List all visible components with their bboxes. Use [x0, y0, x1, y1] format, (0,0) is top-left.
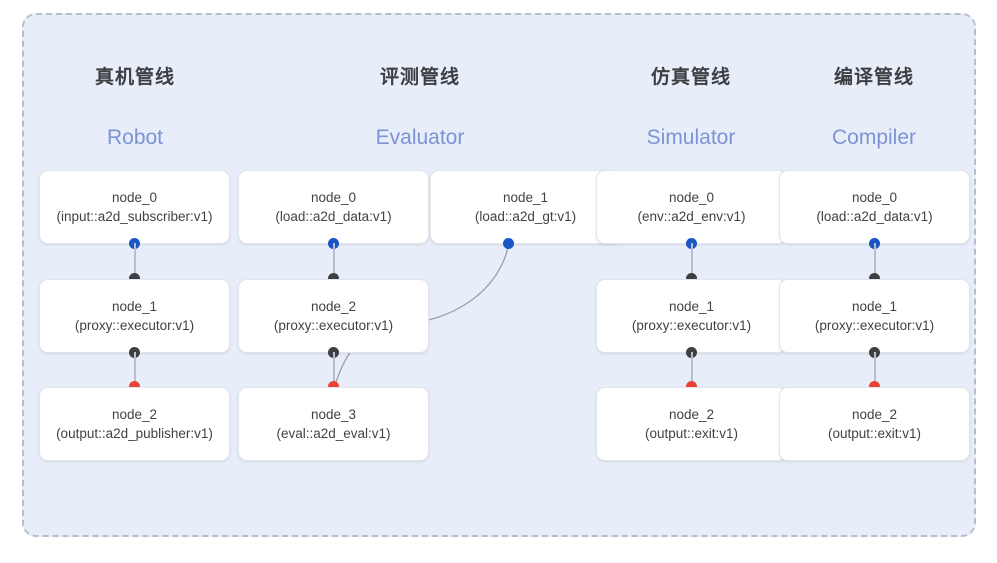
port-in-evaluator-3[interactable] [328, 381, 339, 392]
node-label: node_0 [310, 190, 357, 205]
link-simulator-0-1 [691, 243, 693, 279]
node-type: (output::exit:v1) [644, 426, 739, 441]
node-type: (load::a2d_data:v1) [816, 209, 933, 224]
port-in-evaluator-2[interactable] [328, 273, 339, 284]
port-out-evaluator-1[interactable] [503, 238, 514, 249]
link-robot-1-2 [134, 352, 136, 386]
node-robot-1[interactable]: node_1 (proxy::executor:v1) [39, 279, 230, 353]
column-subtitle-en-compiler: Compiler [831, 126, 917, 149]
column-subtitle-en-simulator: Simulator [646, 126, 736, 149]
port-in-robot-1[interactable] [129, 273, 140, 284]
node-compiler-1[interactable]: node_1 (proxy::executor:v1) [779, 279, 970, 353]
column-subtitle-en-robot: Robot [106, 126, 164, 149]
node-type: (load::a2d_gt:v1) [474, 209, 577, 224]
node-simulator-0[interactable]: node_0 (env::a2d_env:v1) [596, 170, 787, 244]
node-type: (proxy::executor:v1) [273, 318, 394, 333]
node-type: (proxy::executor:v1) [74, 318, 195, 333]
node-evaluator-0[interactable]: node_0 (load::a2d_data:v1) [238, 170, 429, 244]
link-compiler-1-2 [874, 352, 876, 386]
port-in-compiler-1[interactable] [869, 273, 880, 284]
node-label: node_3 [310, 407, 357, 422]
node-type: (proxy::executor:v1) [814, 318, 935, 333]
column-title-cn-compiler: 编译管线 [833, 67, 914, 88]
link-compiler-0-1 [874, 243, 876, 279]
node-label: node_1 [502, 190, 549, 205]
link-evaluator-0-2 [333, 243, 335, 279]
link-simulator-1-2 [691, 352, 693, 386]
node-simulator-2[interactable]: node_2 (output::exit:v1) [596, 387, 787, 461]
node-label: node_0 [111, 190, 158, 205]
node-simulator-1[interactable]: node_1 (proxy::executor:v1) [596, 279, 787, 353]
node-label: node_2 [111, 407, 158, 422]
port-in-simulator-2[interactable] [686, 381, 697, 392]
node-compiler-2[interactable]: node_2 (output::exit:v1) [779, 387, 970, 461]
node-label: node_0 [851, 190, 898, 205]
node-label: node_2 [851, 407, 898, 422]
column-header-robot: 真机管线 Robot [35, 66, 235, 150]
column-header-compiler: 编译管线 Compiler [774, 66, 974, 150]
node-type: (proxy::executor:v1) [631, 318, 752, 333]
port-in-robot-2[interactable] [129, 381, 140, 392]
node-label: node_2 [668, 407, 715, 422]
column-title-cn-evaluator: 评测管线 [379, 67, 460, 88]
link-robot-0-1 [134, 243, 136, 279]
node-type: (load::a2d_data:v1) [275, 209, 392, 224]
column-header-evaluator: 评测管线 Evaluator [320, 66, 520, 150]
column-title-cn-simulator: 仿真管线 [650, 67, 731, 88]
node-label: node_1 [851, 299, 898, 314]
port-in-simulator-1[interactable] [686, 273, 697, 284]
node-label: node_0 [668, 190, 715, 205]
link-evaluator-2-3 [333, 352, 335, 386]
node-evaluator-3[interactable]: node_3 (eval::a2d_eval:v1) [238, 387, 429, 461]
node-type: (output::a2d_publisher:v1) [56, 426, 213, 441]
node-evaluator-1[interactable]: node_1 (load::a2d_gt:v1) [430, 170, 621, 244]
node-type: (input::a2d_subscriber:v1) [56, 209, 213, 224]
column-subtitle-en-evaluator: Evaluator [375, 126, 465, 149]
node-label: node_2 [310, 299, 357, 314]
port-in-compiler-2[interactable] [869, 381, 880, 392]
node-robot-0[interactable]: node_0 (input::a2d_subscriber:v1) [39, 170, 230, 244]
node-compiler-0[interactable]: node_0 (load::a2d_data:v1) [779, 170, 970, 244]
node-type: (env::a2d_env:v1) [637, 209, 746, 224]
node-evaluator-2[interactable]: node_2 (proxy::executor:v1) [238, 279, 429, 353]
node-label: node_1 [111, 299, 158, 314]
column-title-cn-robot: 真机管线 [94, 67, 175, 88]
node-robot-2[interactable]: node_2 (output::a2d_publisher:v1) [39, 387, 230, 461]
node-label: node_1 [668, 299, 715, 314]
node-type: (eval::a2d_eval:v1) [276, 426, 391, 441]
column-header-simulator: 仿真管线 Simulator [591, 66, 791, 150]
node-type: (output::exit:v1) [827, 426, 922, 441]
